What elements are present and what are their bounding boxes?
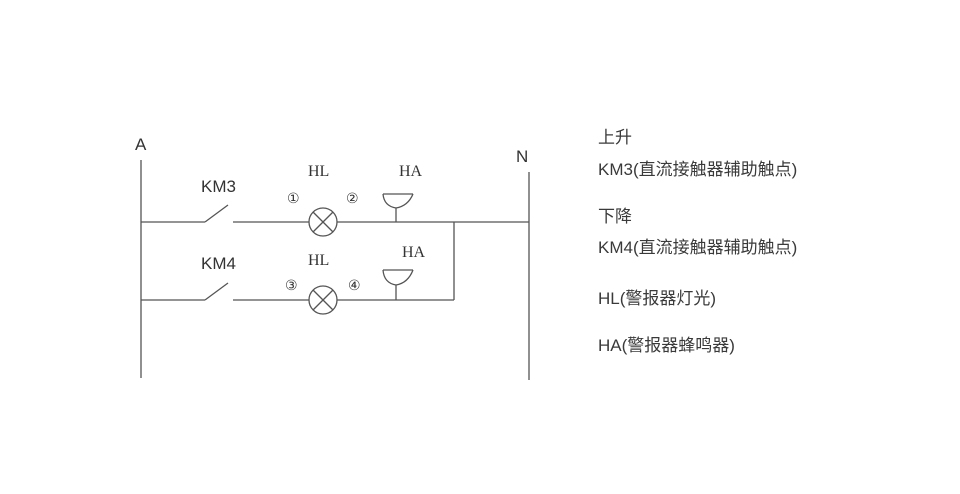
node-marker-4: ④ [348, 277, 361, 293]
ha-horn-icon-1 [382, 193, 414, 222]
ha-horn-label-2: HA [402, 244, 426, 261]
legend-down-title: 下降 [598, 207, 632, 226]
hl-lamp-icon-1 [308, 207, 338, 237]
legend-km3-desc: KM3(直流接触器辅助触点) [598, 160, 797, 179]
neutral-bus-n: N [516, 147, 530, 380]
km3-contact-label: KM3 [201, 177, 236, 196]
node-marker-1: ① [287, 190, 300, 206]
legend: 上升 KM3(直流接触器辅助触点) 下降 KM4(直流接触器辅助触点) HL(警… [598, 128, 797, 355]
ha-horn-label-1: HA [399, 163, 423, 180]
rung-1: KM3 HL ① ② HA [141, 163, 529, 237]
node-marker-2: ② [346, 190, 359, 206]
km4-contact-label: KM4 [201, 254, 236, 273]
ha-horn-icon-2 [382, 269, 414, 300]
rung-2: KM4 HL ③ ④ HA [141, 222, 455, 315]
neutral-label: N [516, 147, 528, 166]
node-marker-3: ③ [285, 277, 298, 293]
hl-lamp-icon-2 [308, 285, 338, 315]
hl-lamp-label-1: HL [308, 163, 329, 180]
legend-hl-desc: HL(警报器灯光) [598, 289, 716, 308]
km3-contact-blade [204, 204, 229, 223]
legend-up-title: 上升 [598, 128, 632, 147]
phase-label: A [135, 135, 147, 154]
legend-ha-desc: HA(警报器蜂鸣器) [598, 336, 735, 355]
hl-lamp-label-2: HL [308, 252, 329, 269]
km4-contact-blade [204, 282, 229, 301]
legend-km4-desc: KM4(直流接触器辅助触点) [598, 238, 797, 257]
phase-bus-a: A [135, 135, 147, 378]
